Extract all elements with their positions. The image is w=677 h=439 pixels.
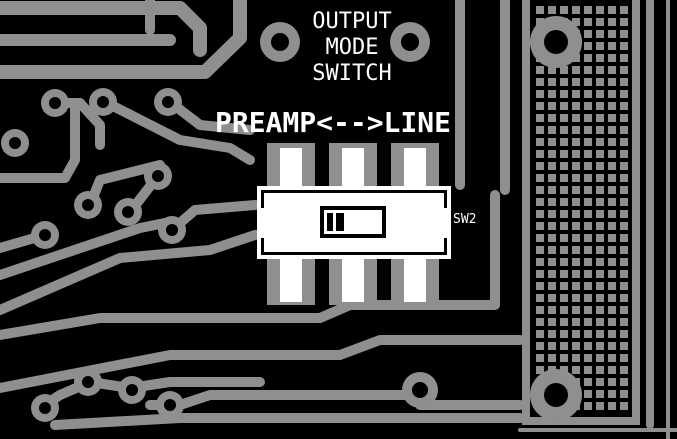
title-line-2: MODE xyxy=(326,35,379,60)
switch-body xyxy=(257,186,451,259)
via-pads xyxy=(1,22,438,422)
silkscreen-text: OUTPUT MODE SWITCH PREAMP<-->LINE SW2 xyxy=(215,9,476,227)
switch-designator: SW2 xyxy=(453,212,476,227)
header-strip xyxy=(522,0,640,425)
switch-pads xyxy=(267,143,439,305)
mode-label: PREAMP<-->LINE xyxy=(215,106,451,139)
title-line-3: SWITCH xyxy=(312,61,391,86)
title-line-1: OUTPUT xyxy=(312,9,391,34)
